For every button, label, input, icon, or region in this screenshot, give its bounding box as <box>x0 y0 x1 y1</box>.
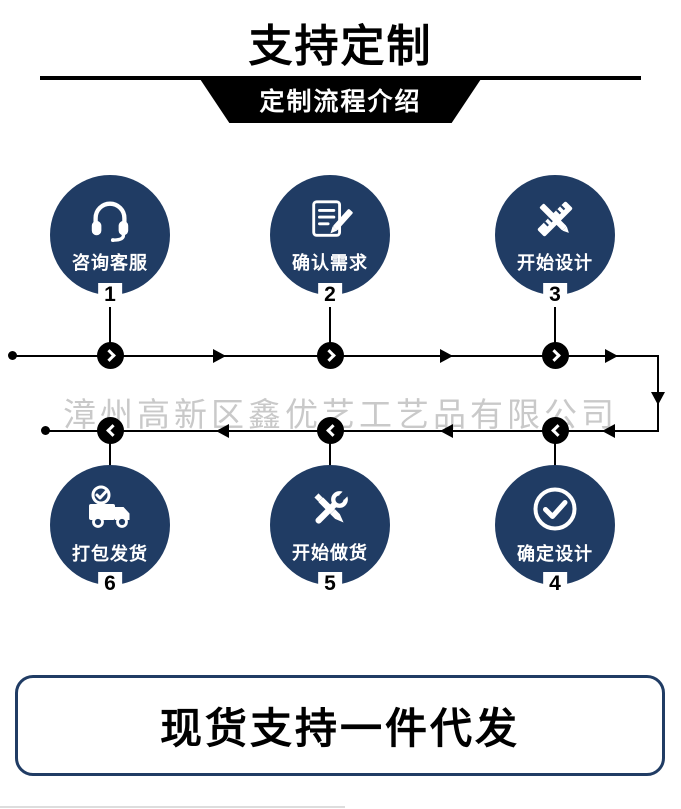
chevron-right-icon <box>322 349 336 362</box>
chevron-right-icon <box>102 349 116 362</box>
footer-banner: 现货支持一件代发 <box>15 675 665 776</box>
banner-ribbon: 定制流程介绍 <box>198 76 483 123</box>
bottom-edge-mark <box>0 806 345 808</box>
crossed-tools-icon <box>307 486 353 532</box>
connector-line <box>109 432 111 466</box>
document-pen-icon <box>307 196 353 242</box>
check-circle-icon <box>531 485 579 533</box>
flow-node-5 <box>317 417 344 444</box>
arrow-left-icon <box>602 424 615 438</box>
chevron-left-icon <box>105 424 119 437</box>
arrow-right-icon <box>605 349 618 363</box>
footer-text: 现货支持一件代发 <box>159 705 520 752</box>
step-number: 6 <box>98 572 122 596</box>
arrow-down-icon <box>651 392 665 405</box>
arrow-right-icon <box>440 349 453 363</box>
banner-text: 定制流程介绍 <box>259 87 422 116</box>
chevron-left-icon <box>325 424 339 437</box>
delivery-truck-icon <box>86 485 134 533</box>
step-circle-2: 确认需求 <box>270 175 390 295</box>
flow-node-3 <box>542 342 569 369</box>
flow-line-bottom <box>45 430 659 432</box>
step-label: 咨询客服 <box>72 252 148 273</box>
step-label: 确认需求 <box>292 252 368 273</box>
arrow-left-icon <box>216 424 229 438</box>
chevron-left-icon <box>550 424 564 437</box>
step-label: 打包发货 <box>72 543 148 564</box>
step-number: 3 <box>543 283 567 307</box>
connector-line <box>554 432 556 466</box>
step-label: 确定设计 <box>517 543 593 564</box>
step-number: 2 <box>318 283 342 307</box>
step-number: 5 <box>318 572 342 596</box>
arrow-right-icon <box>213 349 226 363</box>
step-label: 开始设计 <box>517 252 593 273</box>
chevron-right-icon <box>547 349 561 362</box>
step-number: 1 <box>98 283 122 307</box>
flow-node-2 <box>317 342 344 369</box>
flow-node-6 <box>97 417 124 444</box>
connector-line <box>109 292 111 356</box>
step-circle-1: 咨询客服 <box>50 175 170 295</box>
flow-start-dot <box>8 351 17 360</box>
step-label: 开始做货 <box>292 542 368 563</box>
step-circle-3: 开始设计 <box>495 175 615 295</box>
step-number: 4 <box>543 572 567 596</box>
step-circle-4: 确定设计 <box>495 465 615 585</box>
step-circle-6: 打包发货 <box>50 465 170 585</box>
headset-icon <box>87 196 133 242</box>
step-circle-5: 开始做货 <box>270 465 390 585</box>
connector-line <box>329 292 331 356</box>
connector-line <box>329 432 331 466</box>
flow-end-dot <box>41 426 50 435</box>
flow-node-4 <box>542 417 569 444</box>
ruler-pencil-icon <box>532 196 578 242</box>
flow-node-1 <box>97 342 124 369</box>
connector-line <box>554 292 556 356</box>
page-title: 支持定制 <box>248 22 433 71</box>
arrow-left-icon <box>440 424 453 438</box>
